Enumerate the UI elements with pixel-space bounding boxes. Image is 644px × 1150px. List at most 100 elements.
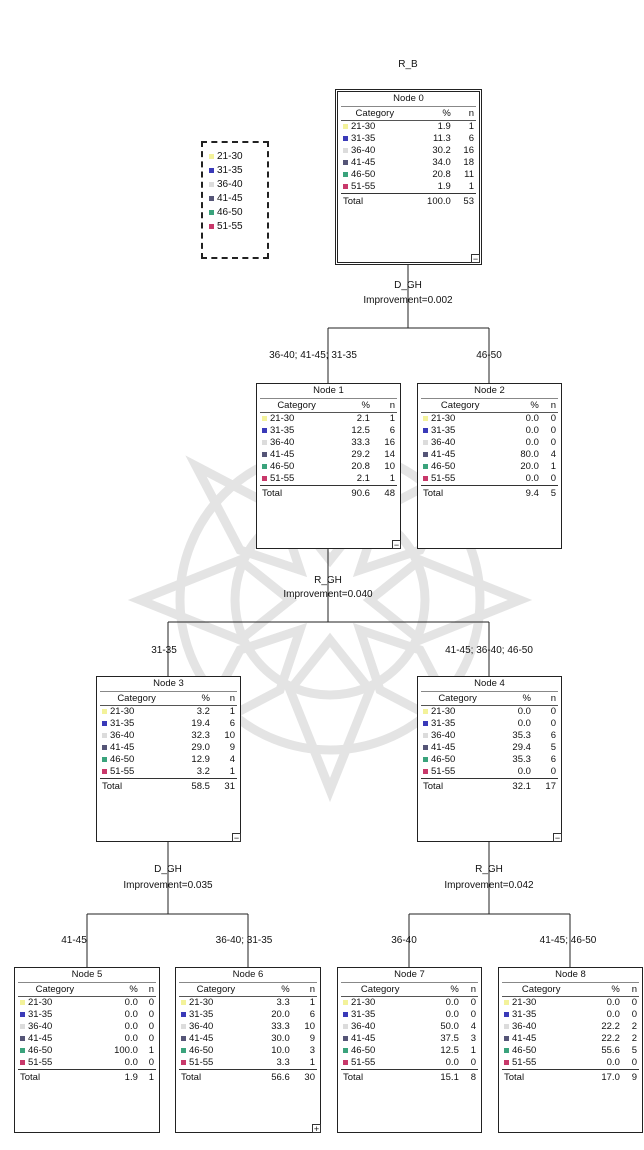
- count-cell: 6: [389, 425, 395, 436]
- total-count: 1: [139, 1069, 156, 1086]
- category-label: 21-30: [351, 121, 376, 132]
- percent-cell: 33.3: [271, 1021, 290, 1032]
- percent-cell: 0.0: [445, 1057, 459, 1068]
- category-swatch-icon: [343, 1059, 348, 1065]
- category-label: 21-30: [351, 997, 376, 1008]
- category-label: 31-35: [28, 1009, 53, 1020]
- category-label: 51-55: [110, 766, 135, 777]
- count-cell: 1: [229, 706, 235, 717]
- category-label: 31-35: [189, 1009, 214, 1020]
- total-label: Total: [18, 1069, 92, 1086]
- percent-cell: 12.5: [440, 1045, 459, 1056]
- legend-swatch-icon: [209, 181, 214, 187]
- percent-cell: 35.3: [512, 754, 531, 765]
- header-n: n: [532, 692, 558, 706]
- category-swatch-icon: [343, 1035, 348, 1041]
- category-label: 21-30: [270, 413, 295, 424]
- category-label: 41-45: [270, 449, 295, 460]
- category-swatch-icon: [343, 159, 348, 165]
- legend-swatch-icon: [209, 209, 214, 215]
- collapse-node-button[interactable]: −: [471, 254, 480, 264]
- count-cell: 0: [631, 997, 637, 1008]
- count-cell: 0: [470, 997, 476, 1008]
- total-count: 17: [532, 778, 558, 795]
- category-label: 46-50: [431, 754, 456, 765]
- percent-cell: 12.9: [191, 754, 210, 765]
- split-variable-s1: R_GH: [314, 575, 342, 586]
- category-label: 36-40: [189, 1021, 214, 1032]
- header-pct: %: [91, 983, 140, 997]
- header-pct: %: [580, 983, 622, 997]
- count-cell: 1: [309, 1057, 315, 1068]
- legend-label: 51-55: [217, 221, 243, 232]
- category-swatch-icon: [20, 1023, 25, 1029]
- percent-cell: 0.0: [517, 706, 531, 717]
- category-label: 21-30: [110, 706, 135, 717]
- category-label: 31-35: [351, 1009, 376, 1020]
- collapse-node-button[interactable]: −: [553, 833, 562, 843]
- count-cell: 0: [148, 1057, 154, 1068]
- legend-item: 46-50: [209, 206, 267, 220]
- category-swatch-icon: [504, 1023, 509, 1029]
- count-cell: 1: [470, 1045, 476, 1056]
- node-title: Node 4: [421, 677, 558, 692]
- split-variable-s4: R_GH: [475, 864, 503, 875]
- category-label: 46-50: [351, 169, 376, 180]
- percent-cell: 0.0: [525, 437, 539, 448]
- split-variable-s3: D_GH: [154, 864, 182, 875]
- category-swatch-icon: [102, 768, 107, 774]
- header-pct: %: [252, 983, 292, 997]
- count-cell: 5: [631, 1045, 637, 1056]
- percent-cell: 29.4: [512, 742, 531, 753]
- category-swatch-icon: [102, 732, 107, 738]
- total-label: Total: [502, 1069, 581, 1086]
- category-swatch-icon: [262, 427, 267, 433]
- collapse-node-button[interactable]: −: [232, 833, 241, 843]
- percent-cell: 35.3: [512, 730, 531, 741]
- category-swatch-icon: [262, 463, 267, 469]
- total-percent: 58.5: [173, 778, 212, 795]
- legend-item: 31-35: [209, 164, 267, 178]
- count-cell: 0: [631, 1057, 637, 1068]
- count-cell: 16: [463, 145, 474, 156]
- category-swatch-icon: [423, 427, 428, 433]
- category-swatch-icon: [423, 708, 428, 714]
- legend-item: 41-45: [209, 192, 267, 206]
- count-cell: 16: [384, 437, 395, 448]
- expand-node-button[interactable]: +: [312, 1124, 321, 1134]
- percent-cell: 0.0: [124, 1021, 138, 1032]
- category-label: 36-40: [512, 1021, 537, 1032]
- collapse-node-button[interactable]: −: [392, 540, 401, 550]
- category-label: 41-45: [512, 1033, 537, 1044]
- count-cell: 1: [309, 997, 315, 1008]
- category-swatch-icon: [343, 1047, 348, 1053]
- percent-cell: 0.0: [525, 425, 539, 436]
- percent-cell: 3.3: [276, 997, 290, 1008]
